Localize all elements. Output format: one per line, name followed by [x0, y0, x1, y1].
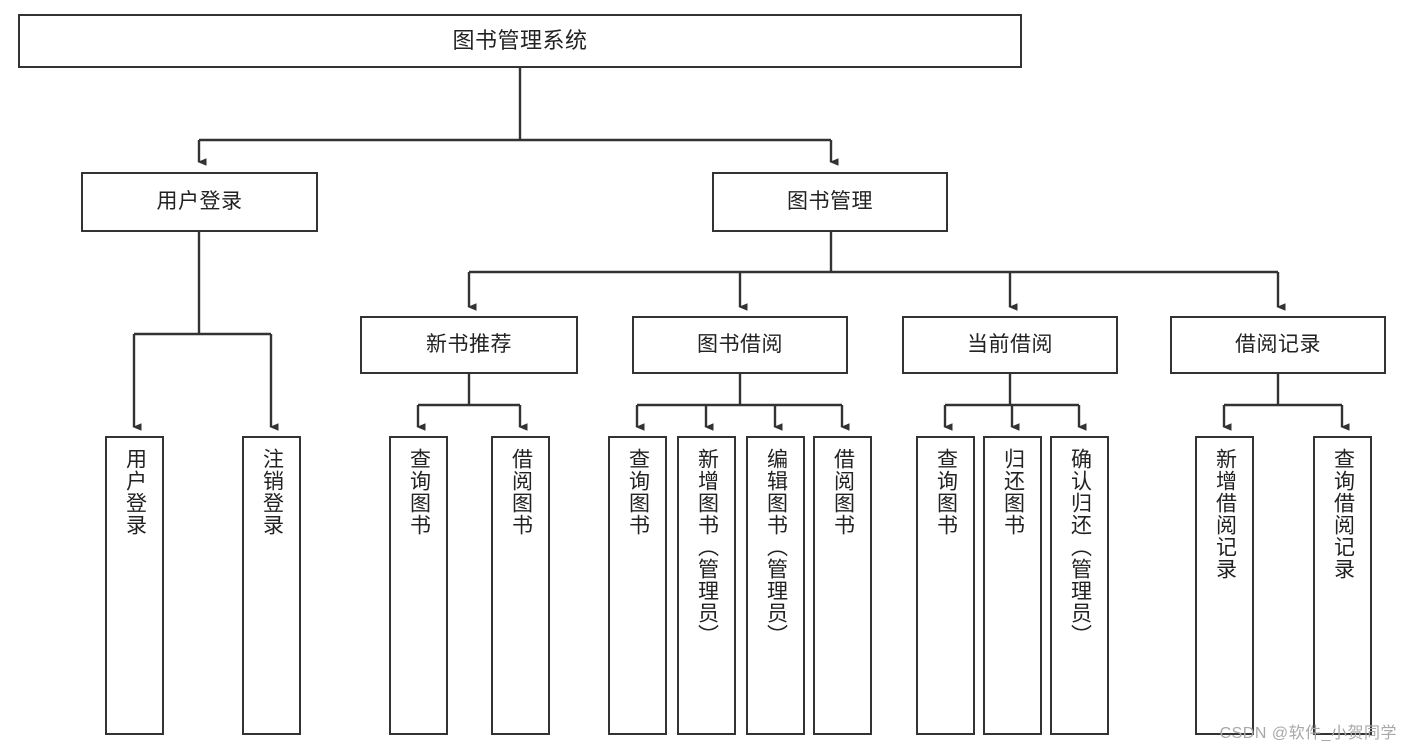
node-label: 新增借阅记录	[1213, 448, 1237, 580]
node-label: 图书管理	[787, 189, 873, 213]
node-label: 查询图书	[934, 448, 958, 536]
node-leaf-edit-book-admin[interactable]: 编辑图书（管理员）	[746, 436, 805, 735]
node-label: 新书推荐	[426, 332, 512, 356]
node-label: 确认归还（管理员）	[1068, 448, 1092, 646]
node-leaf-query-book-borrow[interactable]: 查询图书	[608, 436, 667, 735]
node-label: 用户登录	[156, 189, 243, 213]
node-label: 当前借阅	[967, 332, 1053, 356]
node-leaf-user-login[interactable]: 用户登录	[105, 436, 164, 735]
node-new-book-recommend[interactable]: 新书推荐	[360, 316, 578, 374]
node-label: 归还图书	[1001, 448, 1025, 536]
node-book-borrow[interactable]: 图书借阅	[632, 316, 848, 374]
node-label: 查询借阅记录	[1331, 448, 1355, 580]
node-book-management[interactable]: 图书管理	[712, 172, 948, 232]
node-leaf-query-book-current[interactable]: 查询图书	[916, 436, 975, 735]
node-label: 图书管理系统	[452, 28, 588, 54]
node-label: 图书借阅	[697, 332, 783, 356]
node-user-login[interactable]: 用户登录	[81, 172, 318, 232]
node-label: 用户登录	[123, 448, 147, 536]
node-label: 编辑图书（管理员）	[764, 448, 788, 646]
node-leaf-return-book[interactable]: 归还图书	[983, 436, 1042, 735]
node-label: 查询图书	[407, 448, 431, 536]
node-leaf-borrow-book-recommend[interactable]: 借阅图书	[491, 436, 550, 735]
node-leaf-add-book-admin[interactable]: 新增图书（管理员）	[677, 436, 736, 735]
node-label: 借阅图书	[831, 448, 855, 536]
node-leaf-logout-login[interactable]: 注销登录	[242, 436, 301, 735]
node-leaf-confirm-return-admin[interactable]: 确认归还（管理员）	[1050, 436, 1109, 735]
node-borrow-record[interactable]: 借阅记录	[1170, 316, 1386, 374]
node-leaf-query-borrow-record[interactable]: 查询借阅记录	[1313, 436, 1372, 735]
node-leaf-add-borrow-record[interactable]: 新增借阅记录	[1195, 436, 1254, 735]
node-book-management-system[interactable]: 图书管理系统	[18, 14, 1022, 68]
node-label: 新增图书（管理员）	[695, 448, 719, 646]
node-leaf-borrow-book-borrow[interactable]: 借阅图书	[813, 436, 872, 735]
node-leaf-query-book-recommend[interactable]: 查询图书	[389, 436, 448, 735]
node-label: 注销登录	[260, 448, 284, 536]
node-label: 借阅记录	[1235, 332, 1321, 356]
node-current-borrow[interactable]: 当前借阅	[902, 316, 1118, 374]
node-label: 查询图书	[626, 448, 650, 536]
node-label: 借阅图书	[509, 448, 533, 536]
csdn-watermark: CSDN @软件_小贺同学	[1219, 725, 1397, 742]
